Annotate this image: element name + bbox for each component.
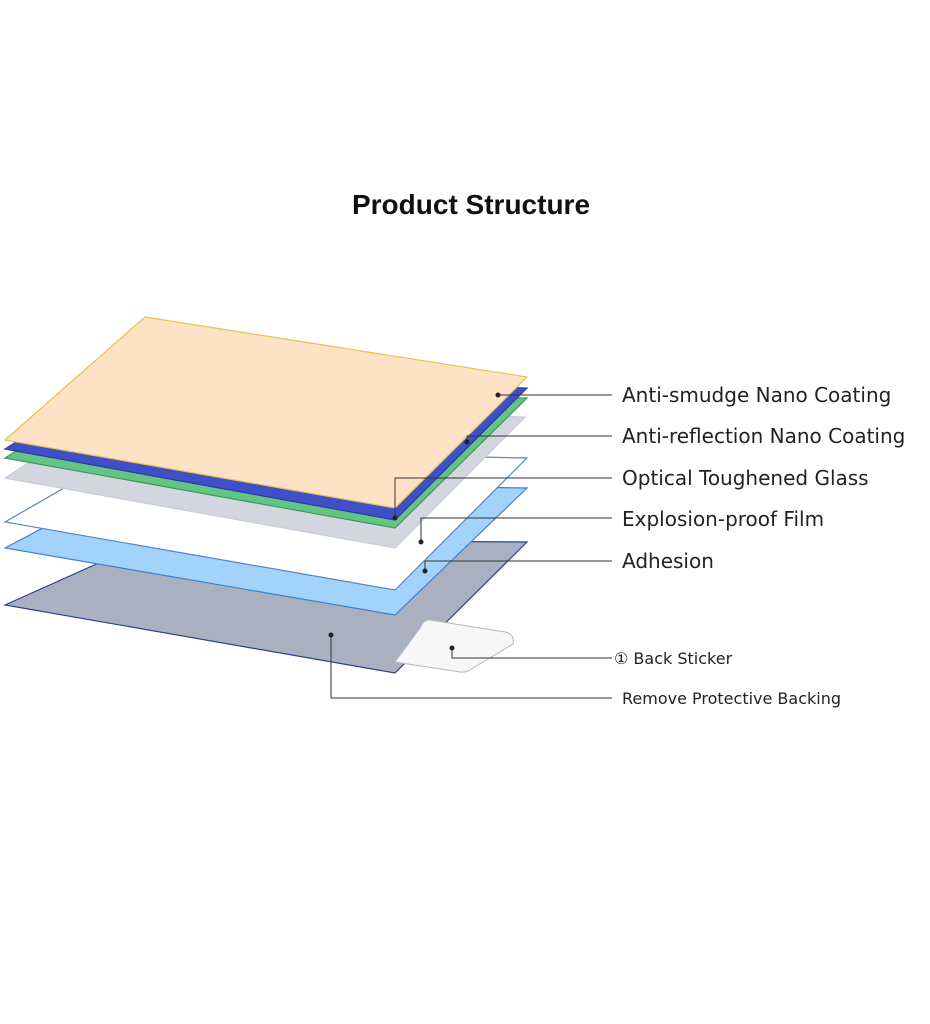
label-anti-reflection: Anti-reflection Nano Coating: [622, 424, 905, 448]
page-title: Product Structure: [351, 189, 591, 220]
leader-line-3: [394, 477, 612, 518]
label-anti-smudge: Anti-smudge Nano Coating: [622, 383, 891, 407]
leader-line-5: [424, 560, 612, 571]
layer-anti-smudge: [3, 316, 529, 509]
dot-2: [464, 439, 470, 445]
dot-6: [449, 645, 455, 651]
dot-4: [418, 539, 424, 545]
label-optical-toughened-glass: Optical Toughened Glass: [622, 466, 869, 490]
dot-1: [495, 392, 501, 398]
leader-line-6: [451, 648, 612, 659]
dot-7: [328, 632, 334, 638]
label-adhesion: Adhesion: [622, 549, 714, 573]
sticker: [394, 619, 514, 673]
dot-3: [392, 515, 398, 521]
label-back-sticker: ① Back Sticker: [614, 649, 733, 668]
leader-line-4: [420, 517, 612, 542]
leader-line-7: [330, 635, 612, 699]
dot-5: [422, 568, 428, 574]
label-explosion-proof-film: Explosion-proof Film: [622, 507, 824, 531]
label-remove-protective-backing: Remove Protective Backing: [622, 689, 841, 708]
